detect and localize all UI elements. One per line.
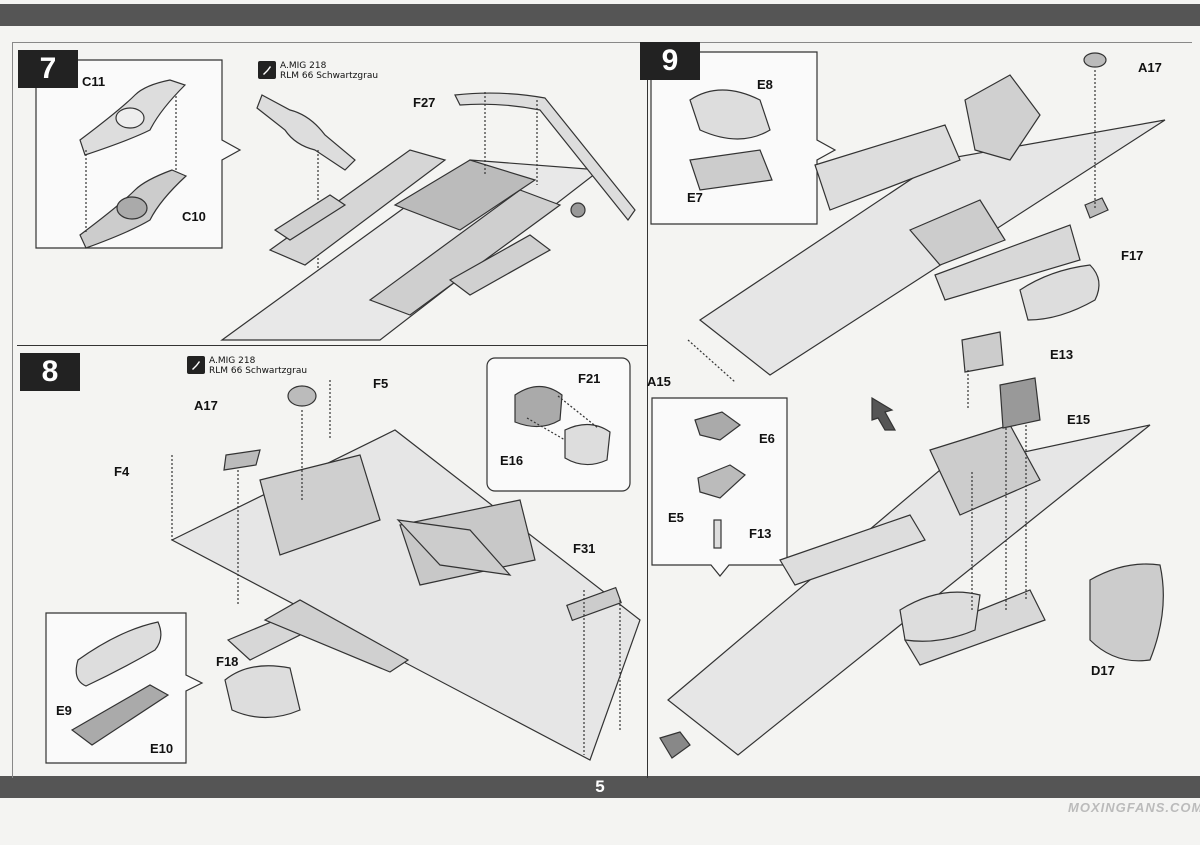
watermark: MOXINGFANS.COM [1068, 800, 1200, 815]
part-label-e7: E7 [687, 190, 703, 205]
top-band [0, 4, 1200, 26]
part-label-f17: F17 [1121, 248, 1144, 263]
part-label-a15: A15 [647, 374, 671, 389]
axle-housing-shape [256, 94, 356, 171]
part-label-f13: F13 [749, 526, 772, 541]
part-label-f4: F4 [114, 464, 130, 479]
part-label-a17-step9: A17 [1138, 60, 1162, 75]
step8-callout-top [486, 357, 631, 492]
part-label-d17: D17 [1091, 663, 1115, 678]
chassis-step7 [220, 92, 636, 341]
part-label-f31: F31 [573, 541, 596, 556]
step7-callout-box [35, 59, 242, 249]
frame-top [12, 42, 1192, 43]
paint-code: A.MIG 218 [280, 61, 327, 71]
paint-callout-step8: A.MIG 218 RLM 66 Schwartzgrau [187, 356, 307, 376]
part-label-e15: E15 [1067, 412, 1091, 427]
paint-brush-icon [187, 356, 205, 374]
chassis-step8 [170, 385, 641, 761]
part-label-f27: F27 [413, 95, 436, 110]
step-7-badge: 7 [18, 50, 78, 88]
part-label-e9: E9 [56, 703, 72, 718]
part-label-c10: C10 [182, 209, 206, 224]
part-label-c11: C11 [82, 74, 106, 89]
step9-arrow [871, 396, 897, 431]
frame-left [12, 42, 13, 778]
part-label-e5: E5 [668, 510, 684, 525]
divider-horizontal [17, 345, 647, 346]
chassis-step9-lower [659, 331, 1164, 759]
paint-callout-step7: A.MIG 218 RLM 66 Schwartzgrau [258, 61, 378, 81]
part-label-e6: E6 [759, 431, 775, 446]
part-label-f5: F5 [373, 376, 389, 391]
paint-name: RLM 66 Schwartzgrau [209, 366, 308, 376]
part-label-e10: E10 [150, 741, 174, 756]
part-label-f18: F18 [216, 654, 239, 669]
step-8-badge: 8 [20, 353, 80, 391]
step-9-badge: 9 [640, 42, 700, 80]
part-label-e8: E8 [757, 77, 773, 92]
paint-name: RLM 66 Schwartzgrau [280, 71, 379, 81]
page-number: 5 [595, 777, 605, 796]
bottom-band [0, 776, 1200, 798]
paint-code: A.MIG 218 [209, 356, 256, 366]
part-label-a17: A17 [194, 398, 218, 413]
part-label-e13: E13 [1050, 347, 1074, 362]
chassis-step9-upper [698, 52, 1166, 376]
divider-vertical [647, 42, 648, 778]
paint-brush-icon [258, 61, 276, 79]
part-label-f21: F21 [578, 371, 601, 386]
part-label-e16: E16 [500, 453, 524, 468]
